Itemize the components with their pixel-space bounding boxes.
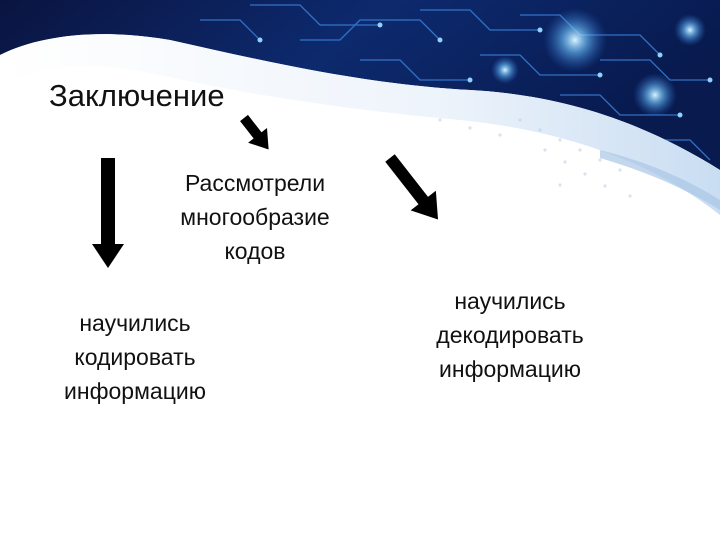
right-line-2: декодировать <box>436 322 584 348</box>
slide-title: Заключение <box>49 78 225 113</box>
right-statement: научились декодировать информацию <box>395 284 625 386</box>
center-line-3: кодов <box>224 238 286 264</box>
right-line-3: информацию <box>439 356 581 382</box>
tech-banner-image <box>0 0 720 215</box>
right-line-1: научились <box>454 288 566 314</box>
center-statement: Рассмотрели многообразие кодов <box>140 166 370 268</box>
center-line-1: Рассмотрели <box>184 170 326 196</box>
center-line-2: многообразие <box>180 204 330 230</box>
left-line-2: кодировать <box>74 344 196 370</box>
left-statement: научились кодировать информацию <box>20 306 250 408</box>
left-line-3: информацию <box>64 378 206 404</box>
left-line-1: научились <box>79 310 191 336</box>
